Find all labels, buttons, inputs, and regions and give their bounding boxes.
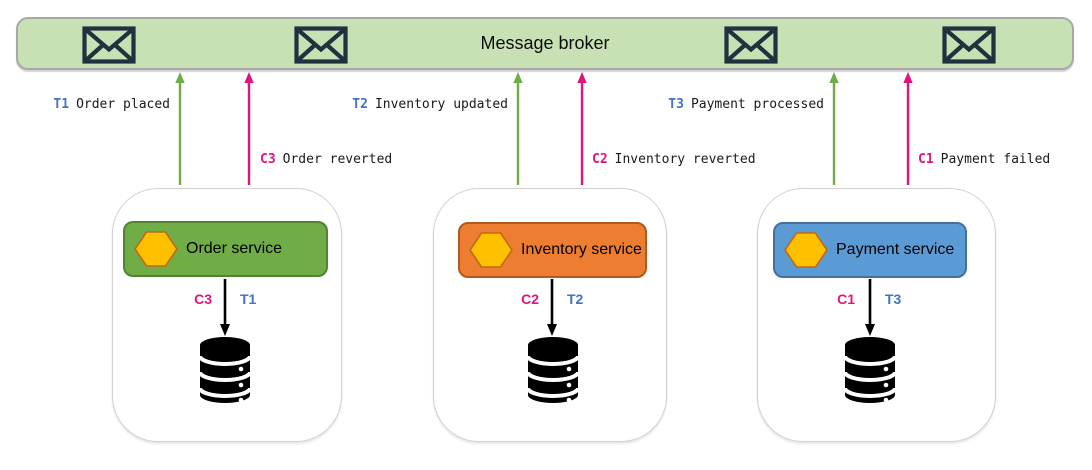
payment-compensation-label: C1 bbox=[837, 291, 855, 307]
t1-text: Order placed bbox=[76, 97, 170, 112]
hexagon-icon bbox=[469, 232, 513, 268]
c3-compensation-arrow bbox=[244, 72, 254, 185]
order-transaction-label: T1 bbox=[240, 291, 257, 307]
envelope-icon bbox=[82, 26, 136, 64]
order-service-bar: Order service bbox=[123, 221, 328, 277]
database-icon bbox=[843, 337, 897, 403]
t3-text: Payment processed bbox=[690, 97, 824, 112]
inventory-compensation-label: C2 bbox=[521, 291, 539, 307]
inventory-service-bar: Inventory service bbox=[458, 222, 647, 278]
hexagon-icon bbox=[134, 231, 178, 267]
message-broker-title: Message broker bbox=[480, 33, 610, 53]
c3-flow-label: C3 Order reverted bbox=[260, 151, 392, 168]
c1-flow-label: C1 Payment failed bbox=[918, 151, 1050, 168]
c1-id: C1 bbox=[918, 152, 934, 167]
t2-id: T2 bbox=[352, 97, 368, 112]
t2-flow-label: T2 Inventory updated bbox=[352, 96, 508, 113]
payment-service-bar: Payment service bbox=[773, 222, 967, 278]
envelope-icon bbox=[724, 26, 778, 64]
c2-id: C2 bbox=[592, 152, 608, 167]
payment-db-arrow bbox=[865, 279, 875, 336]
payment-transaction-label: T3 bbox=[885, 291, 902, 307]
envelope-icon bbox=[942, 26, 996, 64]
envelope-icon bbox=[294, 26, 348, 64]
c1-compensation-arrow bbox=[903, 72, 913, 185]
c3-text: Order reverted bbox=[282, 152, 393, 167]
inventory-transaction-label: T2 bbox=[567, 291, 584, 307]
c1-text: Payment failed bbox=[940, 152, 1051, 167]
c2-text: Inventory reverted bbox=[614, 152, 756, 167]
order-compensation-label: C3 bbox=[194, 291, 212, 307]
t3-id: T3 bbox=[668, 97, 684, 112]
t3-flow-label: T3 Payment processed bbox=[668, 96, 824, 113]
database-icon bbox=[198, 337, 252, 403]
t2-transaction-arrow bbox=[513, 72, 523, 185]
inventory-service-name: Inventory service bbox=[521, 241, 642, 258]
inventory-db-arrow bbox=[547, 279, 557, 336]
t1-id: T1 bbox=[53, 97, 70, 112]
order-db-arrow bbox=[220, 279, 230, 336]
order-service-name: Order service bbox=[186, 240, 283, 257]
t2-text: Inventory updated bbox=[374, 97, 508, 112]
hexagon-icon bbox=[784, 232, 828, 268]
payment-service-name: Payment service bbox=[836, 241, 955, 258]
t1-transaction-arrow bbox=[175, 72, 185, 185]
c2-compensation-arrow bbox=[577, 72, 587, 185]
c2-flow-label: C2 Inventory reverted bbox=[592, 151, 756, 168]
database-icon bbox=[526, 337, 580, 403]
message-broker-bar: Message broker bbox=[16, 17, 1074, 70]
t3-transaction-arrow bbox=[829, 72, 839, 185]
c3-id: C3 bbox=[260, 152, 276, 167]
t1-flow-label: T1 Order placed bbox=[53, 96, 170, 113]
